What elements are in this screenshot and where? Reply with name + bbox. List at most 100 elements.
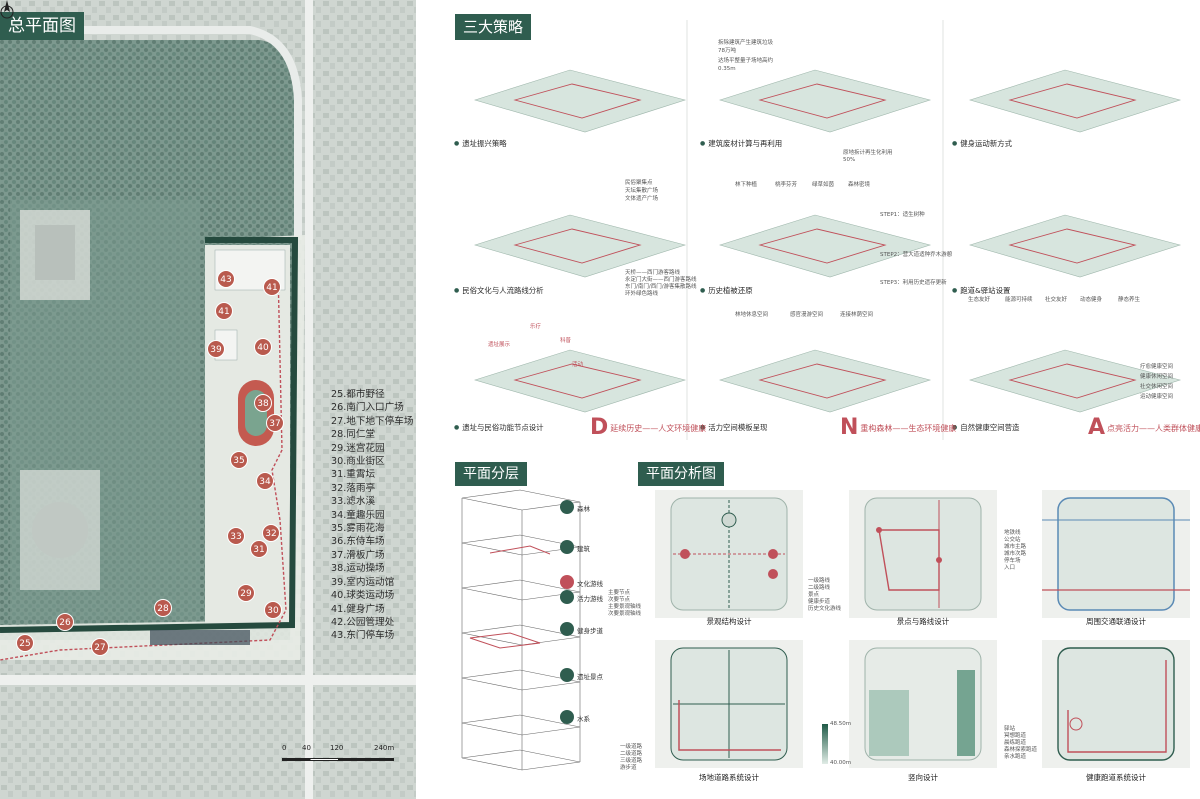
site-plane xyxy=(473,69,687,133)
pillar-letter: N xyxy=(840,415,859,440)
note: 文体遗产广场 xyxy=(625,196,659,202)
site-plane xyxy=(473,214,687,278)
legend-text: 主要景观轴线 xyxy=(608,604,642,610)
plan-marker: 26 xyxy=(56,613,74,631)
plan-marker: 37 xyxy=(266,414,284,432)
road-system-map xyxy=(670,647,788,761)
legend-item: 30.商业街区 xyxy=(331,456,385,468)
routes-map xyxy=(864,497,982,611)
culture-route-icon xyxy=(560,575,574,589)
layer-label: 活力游线 xyxy=(577,595,603,603)
legend-text: 一级道路 xyxy=(620,744,643,750)
legend-text: 冥想跑道 xyxy=(1004,733,1027,739)
note: STEP2：营大道适种乔木游憩 xyxy=(880,252,953,258)
legend-item: 39.室内运动馆 xyxy=(331,576,395,588)
note: 永定门大街——西门游客路线 xyxy=(625,277,697,283)
layer-label: 水系 xyxy=(577,715,590,723)
legend-text: 主要节点 xyxy=(608,590,631,596)
plan-marker: 31 xyxy=(250,540,268,558)
north-arrow-icon xyxy=(0,0,14,19)
note: 疗愈健康空间 xyxy=(1140,364,1174,370)
health-track-map xyxy=(1057,647,1175,761)
strategy-caption: 遗址振兴策略 xyxy=(454,138,506,149)
legend-text: 48.50m xyxy=(830,721,852,727)
scale-bar-graphic xyxy=(282,758,394,761)
plan-marker: 41 xyxy=(263,278,281,296)
plan-marker: 34 xyxy=(256,472,274,490)
legend-text: 一级路线 xyxy=(808,578,831,584)
pillar-letter: A xyxy=(1088,415,1106,440)
legend-text: 景点 xyxy=(808,592,820,598)
note: 生态友好 xyxy=(968,297,991,303)
site-plane xyxy=(968,349,1182,413)
legend-text: 健康步道 xyxy=(808,599,831,605)
heritage-icon xyxy=(560,668,574,682)
site-route xyxy=(513,228,642,264)
legend-item: 29.迷宫花园 xyxy=(331,442,385,454)
site-route xyxy=(1008,83,1137,119)
legend-text: 次要节点 xyxy=(608,597,631,603)
note: 绿草如茵 xyxy=(812,182,835,188)
layer-label: 森林 xyxy=(577,505,590,513)
scale-tick: 0 xyxy=(282,744,287,752)
pillar-text: 点亮活力——人类群体健康 xyxy=(1107,424,1200,433)
site-plane xyxy=(968,214,1182,278)
site-route xyxy=(758,363,887,399)
plan-marker: 39 xyxy=(207,340,225,358)
strategy-caption: 健身运动新方式 xyxy=(952,138,1012,149)
analysis-map-traffic xyxy=(1042,490,1190,618)
note: 运动健康空间 xyxy=(1140,394,1174,400)
layer-label: 建筑 xyxy=(577,545,590,553)
plan-marker: 33 xyxy=(227,527,245,545)
strategy-caption: 遗址与民俗功能节点设计 xyxy=(454,422,543,433)
master-plan-map xyxy=(0,0,416,799)
note: 天坛集散广场 xyxy=(625,188,659,194)
site-plane xyxy=(968,69,1182,133)
legend-item: 36.东侍车场 xyxy=(331,536,385,548)
legend-text: 次要景观轴线 xyxy=(608,611,642,617)
analysis-caption: 周围交通联通设计 xyxy=(1086,617,1146,626)
plan-marker: 43 xyxy=(217,270,235,288)
vertical-design-map xyxy=(864,647,982,761)
building-icon xyxy=(560,540,574,554)
analysis-caption: 场地道路系统设计 xyxy=(699,773,759,782)
note: 森林密境 xyxy=(848,182,871,188)
exploded-layers-diagram xyxy=(461,489,581,771)
legend-text: 晨练跑道 xyxy=(1004,740,1027,746)
legend-item: 40.球类运动场 xyxy=(331,590,395,602)
note: 动态健身 xyxy=(1080,297,1103,303)
analysis-title: 平面分析图 xyxy=(638,462,724,486)
analysis-map-routes xyxy=(849,490,997,618)
note: STEP1：适生树种 xyxy=(880,212,925,218)
strategy-diagrams xyxy=(473,20,1182,440)
plan-marker: 32 xyxy=(262,524,280,542)
layer-label: 健身步道 xyxy=(577,627,603,635)
scale-tick: 240m xyxy=(374,744,395,752)
traffic-map xyxy=(1042,497,1190,611)
plan-marker: 28 xyxy=(154,599,172,617)
scale-tick: 40 xyxy=(302,744,311,752)
legend-item: 27.地下地下停车场 xyxy=(331,415,414,427)
master-plan-title: 总平面图 xyxy=(0,12,84,40)
legend-item: 33.滤水溪 xyxy=(331,496,376,508)
legend-text: 游步道 xyxy=(620,765,637,771)
plan-marker: 25 xyxy=(16,634,34,652)
plan-marker: 30 xyxy=(264,601,282,619)
note: 天桥——西门游客路线 xyxy=(625,270,681,276)
note: 桃李芬芳 xyxy=(775,182,798,188)
note: 林地休息空间 xyxy=(735,312,769,318)
strategy-caption: 历史植被还原 xyxy=(700,285,752,296)
water-drop-icon xyxy=(560,710,574,724)
strategies-title: 三大策略 xyxy=(455,14,532,40)
note: 遗址展示 xyxy=(488,342,511,348)
site-route xyxy=(513,83,642,119)
note: 达场平整量子场地高约 xyxy=(718,58,774,64)
legend-text: 40.00m xyxy=(830,760,852,766)
plan-marker: 29 xyxy=(237,584,255,602)
master-plan-panel: 总平面图 43 41 41 39 40 38 37 35 34 33 32 31… xyxy=(0,0,416,799)
legend-text: 地铁线 xyxy=(1004,530,1021,536)
analysis-caption: 景点与路线设计 xyxy=(896,617,950,626)
legend-text: 驿站 xyxy=(1004,726,1016,732)
note: 林下种植 xyxy=(735,182,758,188)
site-plane xyxy=(718,349,932,413)
